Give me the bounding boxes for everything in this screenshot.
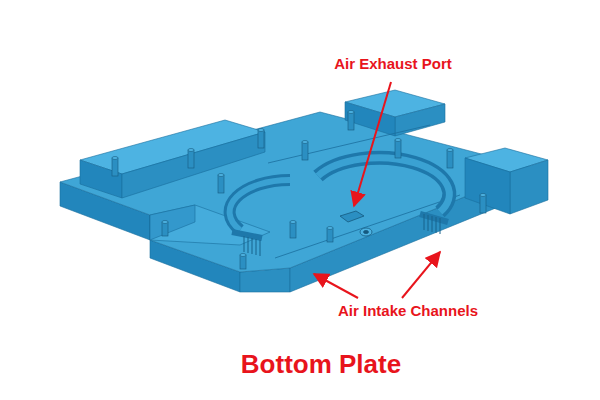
callout-label: Air Intake Channels	[338, 302, 478, 319]
callout-label: Air Exhaust Port	[334, 55, 452, 72]
leader-arrows	[314, 82, 440, 298]
figure-caption: Bottom Plate	[241, 350, 401, 380]
